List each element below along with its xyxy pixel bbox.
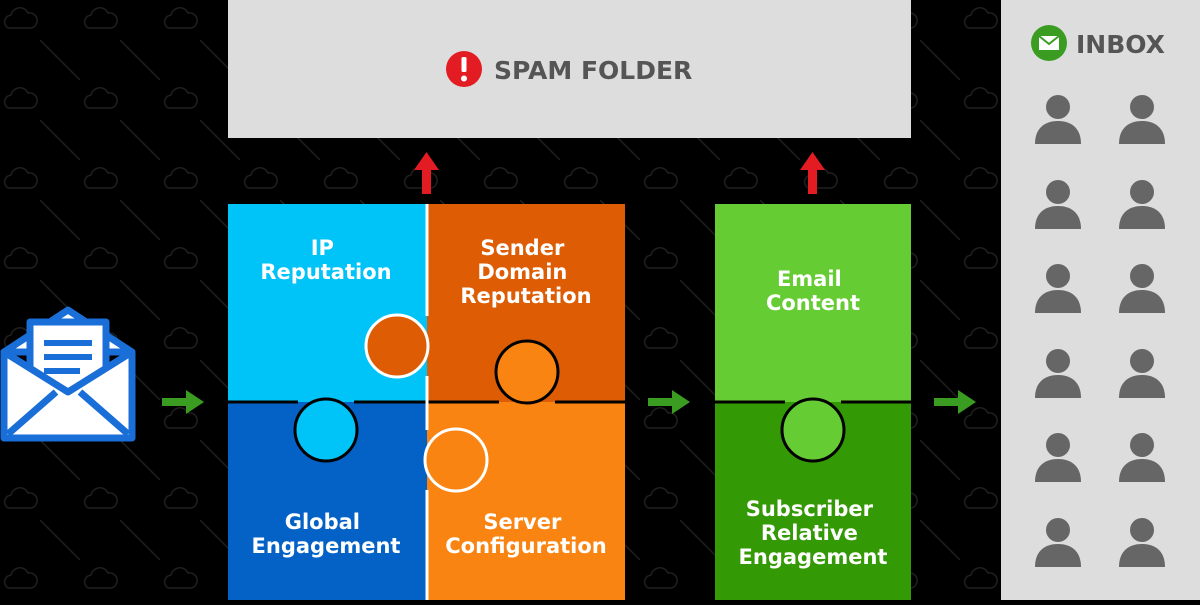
puzzle-block-main: IP Reputation Sender Domain Reputation G…: [228, 204, 625, 600]
inbox-panel: [1001, 0, 1200, 600]
spam-folder-panel: [228, 0, 911, 138]
spam-arrow-right: [800, 152, 825, 194]
puzzle-block-content: Email Content Subscriber Relative Engage…: [715, 204, 911, 600]
exclamation-icon: [446, 51, 482, 87]
spam-arrow-left: [414, 152, 439, 194]
label-sender-domain-reputation: Sender Domain Reputation: [460, 236, 591, 308]
flow-arrow-3: [934, 390, 976, 414]
label-ip-reputation: IP Reputation: [260, 236, 391, 284]
puzzle-knob: [293, 397, 359, 463]
puzzle-piece-email-content: [715, 204, 911, 402]
label-subscriber-relative-engagement: Subscriber Relative Engagement: [739, 497, 888, 569]
envelope-icon: [1031, 25, 1067, 61]
label-server-configuration: Server Configuration: [445, 510, 606, 558]
inbox-label: INBOX: [1076, 30, 1165, 59]
flow-arrow-1: [162, 390, 204, 414]
spam-folder: SPAM FOLDER: [228, 0, 911, 138]
label-email-content: Email Content: [766, 267, 860, 315]
puzzle-knob: [780, 397, 846, 463]
spam-arrows: [414, 152, 825, 194]
label-global-engagement: Global Engagement: [252, 510, 401, 558]
spam-folder-label: SPAM FOLDER: [494, 56, 692, 85]
puzzle-knob: [423, 427, 489, 493]
puzzle-knob: [494, 339, 560, 405]
flow-arrow-2: [648, 390, 690, 414]
flow-arrows: [162, 390, 976, 414]
inbox: INBOX: [1001, 0, 1200, 600]
open-envelope-icon: [0, 306, 136, 442]
puzzle-knob: [364, 313, 430, 379]
